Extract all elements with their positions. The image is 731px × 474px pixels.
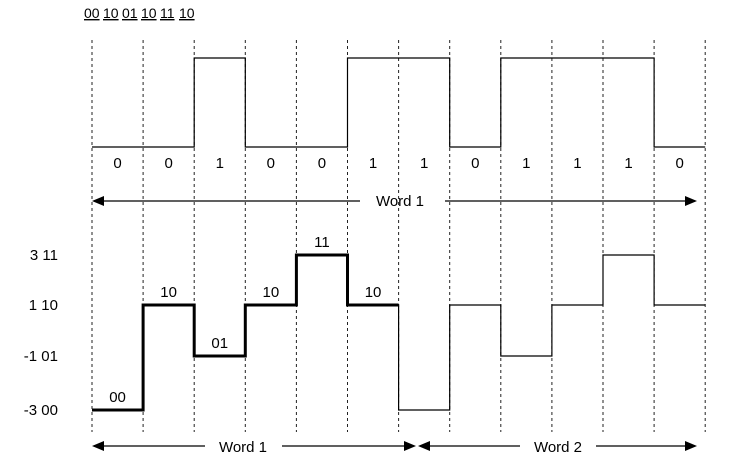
bit-label-5: 1 — [369, 155, 377, 172]
pam-label-2: 01 — [211, 335, 228, 352]
pam-label-3: 10 — [263, 284, 280, 301]
bit-label-9: 1 — [573, 155, 581, 172]
level-label-1: 1 10 — [29, 297, 58, 314]
title-group-3: 10 — [141, 5, 157, 21]
level-label-0: 3 11 — [30, 247, 58, 264]
pam-label-1: 10 — [160, 284, 177, 301]
nrz-waveform — [92, 57, 706, 148]
title-group-5: 10 — [179, 5, 195, 21]
bit-label-1: 0 — [164, 155, 172, 172]
word1-top-arrow: Word 1 — [92, 193, 697, 210]
pam-symbol-labels: 00 10 01 10 11 10 — [109, 234, 381, 406]
bit-label-2: 1 — [216, 155, 224, 172]
pam-label-0: 00 — [109, 389, 126, 406]
title-group-2: 01 — [122, 5, 138, 21]
level-labels: 3 11 1 10 -1 01 -3 00 — [24, 247, 58, 419]
bit-label-3: 0 — [267, 155, 275, 172]
word1-bottom-label: Word 1 — [219, 439, 267, 456]
title-group-4: 11 — [160, 5, 175, 21]
pam4-waveform-word1 — [92, 253, 399, 412]
level-label-2: -1 01 — [24, 348, 58, 365]
title-group-0: 00 — [84, 5, 100, 21]
bit-label-11: 0 — [675, 155, 683, 172]
arrowhead-left-icon — [92, 196, 104, 206]
level-label-3: -3 00 — [24, 402, 58, 419]
arrowhead-left-icon — [418, 441, 430, 451]
arrowhead-right-icon — [685, 441, 697, 451]
title-group-1: 10 — [103, 5, 119, 21]
arrowhead-right-icon — [404, 441, 416, 451]
bit-label-7: 0 — [471, 155, 479, 172]
bottom-word-arrows: Word 1 Word 2 — [92, 439, 697, 456]
bit-label-10: 1 — [624, 155, 632, 172]
arrowhead-left-icon — [92, 441, 104, 451]
bit-label-6: 1 — [420, 155, 428, 172]
bit-label-0: 0 — [113, 155, 121, 172]
pam4-waveform-word2 — [347, 254, 706, 411]
bit-label-4: 0 — [318, 155, 326, 172]
pam-label-4: 11 — [314, 234, 330, 251]
arrowhead-right-icon — [685, 196, 697, 206]
pam-label-5: 10 — [365, 284, 382, 301]
bit-labels: 0 0 1 0 0 1 1 0 1 1 1 0 — [113, 155, 683, 172]
word2-bottom-label: Word 2 — [534, 439, 582, 456]
word1-top-label: Word 1 — [376, 193, 424, 210]
bit-label-8: 1 — [522, 155, 530, 172]
